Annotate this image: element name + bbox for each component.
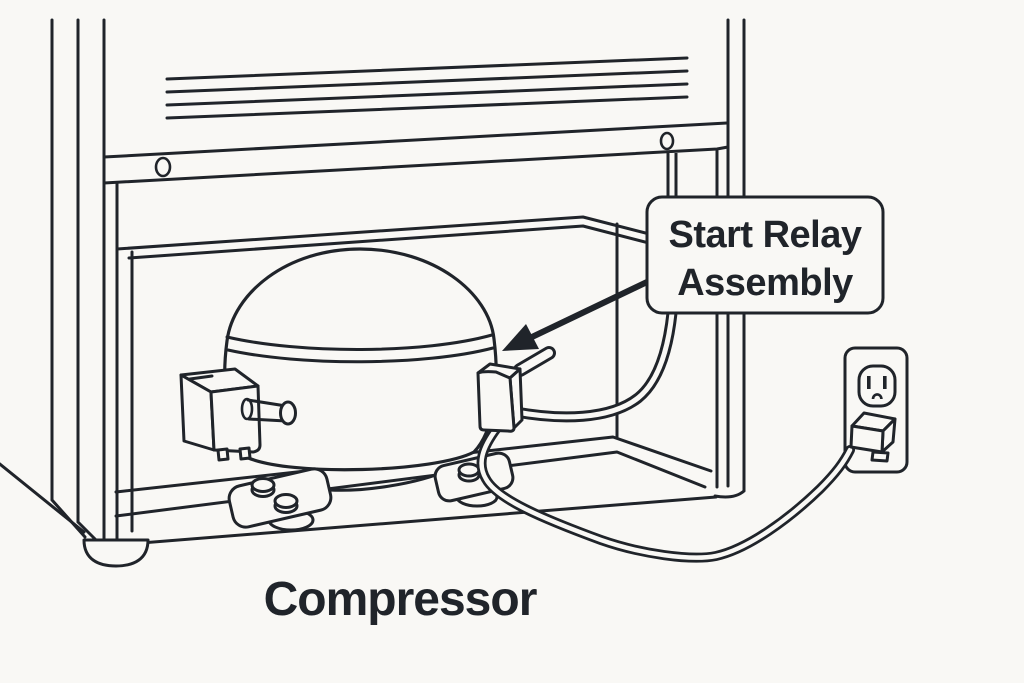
outlet-slot-left	[867, 376, 871, 389]
callout-line1: Start Relay	[668, 214, 861, 256]
callout-arrow	[502, 279, 649, 351]
relay-pipe-stub	[513, 346, 556, 377]
plug-tab	[870, 450, 890, 463]
suction-pipe	[240, 397, 297, 426]
outlet-ground-hole	[871, 393, 883, 400]
junction-box-tab	[216, 447, 230, 462]
callout-line2: Assembly	[677, 262, 853, 304]
back-panel-rail	[102, 121, 730, 185]
cabinet-left-edge	[50, 18, 106, 549]
screw-right	[659, 131, 675, 151]
junction-box	[179, 367, 297, 462]
junction-box-tab	[238, 446, 252, 461]
compressor-assembly	[223, 247, 515, 532]
power-plug	[849, 411, 897, 463]
compressor-seam	[225, 333, 495, 364]
start-relay-assembly	[476, 346, 556, 433]
refrigerator-cabinet	[0, 18, 746, 568]
cabinet-foot	[82, 538, 150, 568]
screw-left	[154, 156, 172, 178]
outlet-slot-right	[883, 376, 887, 389]
floor-line	[0, 462, 86, 534]
compressor-body	[223, 247, 498, 472]
caption-compressor: Compressor	[264, 573, 537, 626]
outlet-socket-face	[857, 364, 897, 408]
callout-box: Start Relay Assembly	[645, 195, 885, 315]
power-cord	[476, 423, 855, 563]
vent-slats	[165, 56, 689, 120]
